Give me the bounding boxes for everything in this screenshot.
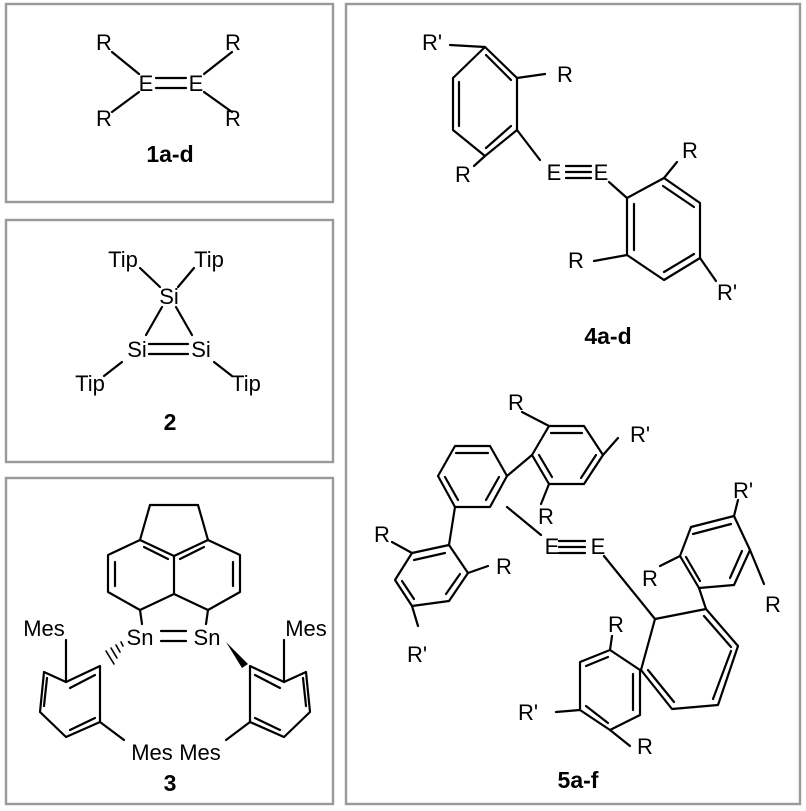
atom-si: Si <box>159 284 179 309</box>
atom-si: Si <box>127 337 147 362</box>
atom-tip: Tip <box>231 371 261 396</box>
atom-r: R <box>508 390 524 415</box>
atom-r-prime: R' <box>422 30 442 55</box>
atom-mes: Mes <box>23 616 65 641</box>
hashed-wedge-bond <box>105 641 124 665</box>
atom-tip: Tip <box>108 247 138 272</box>
atom-mes: Mes <box>179 740 221 765</box>
atom-r: R <box>557 62 573 87</box>
atom-e: E <box>594 160 609 185</box>
atom-r: R <box>538 504 554 529</box>
atom-r: R <box>642 566 658 591</box>
atom-r: R <box>568 248 584 273</box>
atom-r: R <box>374 522 390 547</box>
atom-r-prime: R' <box>733 478 753 503</box>
atom-r: R <box>608 612 624 637</box>
panel-2: Tip Tip Si Si Si Tip Tip 2 <box>4 218 335 464</box>
atom-e: E <box>547 160 562 185</box>
compound-label-5: 5a-f <box>558 767 599 793</box>
atom-si: Si <box>191 337 211 362</box>
molecule-2-bonds <box>102 266 234 378</box>
compound-label-4: 4a-d <box>584 323 631 349</box>
atom-r: R <box>765 592 781 617</box>
molecule-1-bonds <box>110 50 234 114</box>
panel-2-frame <box>4 218 335 464</box>
atom-e: E <box>591 534 606 559</box>
atom-sn: Sn <box>127 625 154 650</box>
atom-r: R <box>496 554 512 579</box>
right-panel-frame <box>344 2 802 806</box>
compound-label-2: 2 <box>164 409 177 435</box>
atom-r-prime: R' <box>717 280 737 305</box>
panel-1-frame <box>4 2 335 204</box>
atom-e: E <box>545 534 560 559</box>
panel-3: Sn Sn Mes Mes Mes Mes 3 <box>4 476 335 806</box>
atom-r: R <box>637 734 653 759</box>
panel-5: R R' R R R R' E E R' R R R R' R 5a-f <box>374 390 781 793</box>
atom-r-prime: R' <box>518 700 538 725</box>
atom-r: R <box>225 30 241 55</box>
panel-1: R R R R E E 1a-d <box>4 2 335 204</box>
panel-4: R' R R E E R R R' 4a-d <box>422 30 737 349</box>
atom-e: E <box>139 71 154 96</box>
molecule-3-bonds <box>38 503 312 742</box>
atom-r-prime: R' <box>630 422 650 447</box>
atom-r: R <box>96 30 112 55</box>
atom-tip: Tip <box>194 247 224 272</box>
atom-r: R <box>225 106 241 131</box>
molecule-4-bonds <box>448 43 718 283</box>
solid-wedge-bond <box>226 642 248 668</box>
atom-tip: Tip <box>75 371 105 396</box>
atom-r: R <box>682 138 698 163</box>
molecule-5-bonds <box>390 410 766 748</box>
atom-r: R <box>96 106 112 131</box>
atom-sn: Sn <box>194 625 221 650</box>
atom-r-prime: R' <box>407 642 427 667</box>
panel-3-frame <box>4 476 335 806</box>
atom-mes: Mes <box>285 616 327 641</box>
compound-label-3: 3 <box>164 770 177 796</box>
atom-r: R <box>455 162 471 187</box>
atom-mes: Mes <box>131 740 173 765</box>
atom-e: E <box>189 71 204 96</box>
compound-label-1: 1a-d <box>146 141 193 167</box>
